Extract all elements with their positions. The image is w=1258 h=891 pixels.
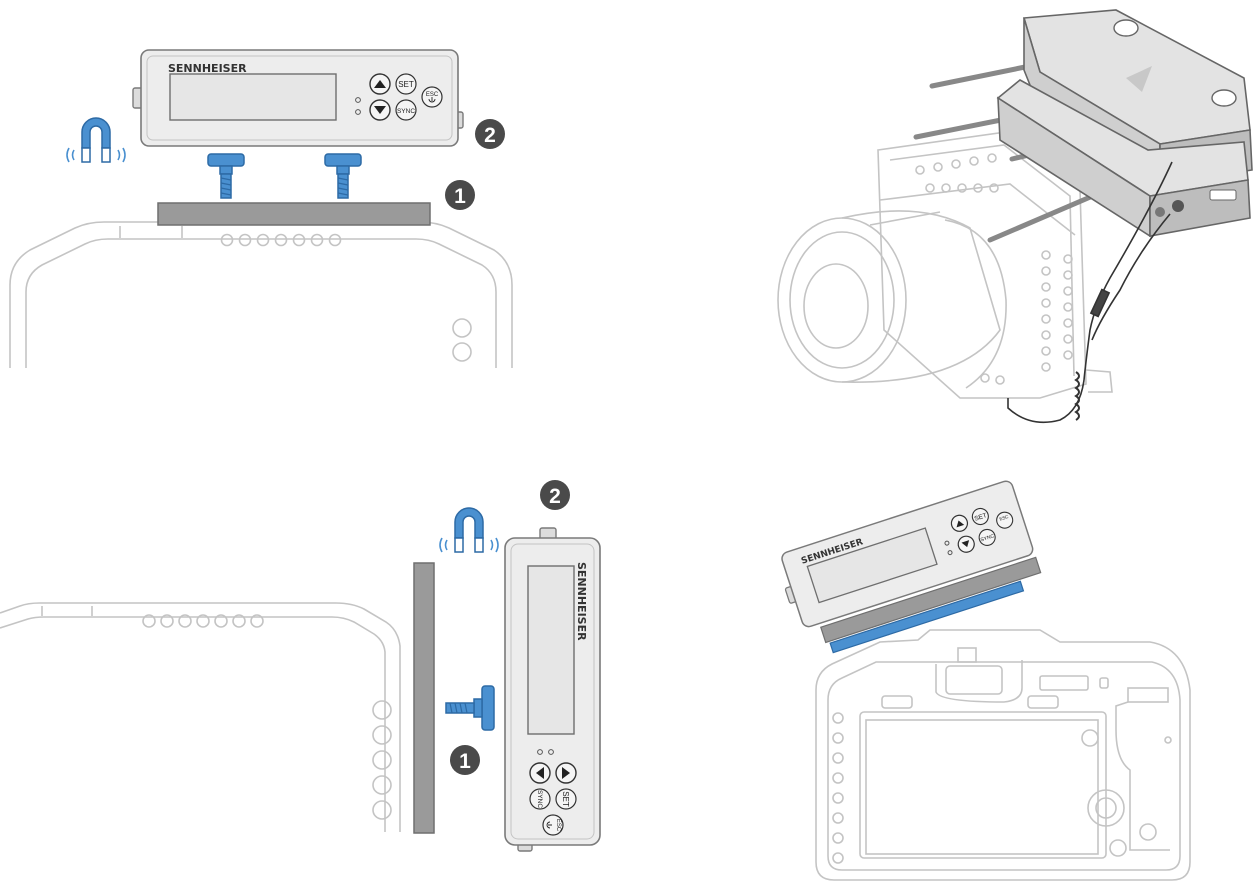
step-badge-2: 2 <box>475 119 505 149</box>
arrow-right-button[interactable] <box>555 762 577 784</box>
camera-cage-frame <box>9 221 513 368</box>
receiver-unit-lower <box>996 79 1251 238</box>
esc-label: ESC <box>426 92 439 98</box>
step-badge-1: 1 <box>450 745 480 775</box>
set-button[interactable]: SET <box>395 73 417 95</box>
esc-power-button[interactable]: ESC <box>995 510 1015 530</box>
svg-text:2: 2 <box>484 124 496 147</box>
svg-text:1: 1 <box>454 185 466 208</box>
panel-camera-back-tilted-mount: SENNHEISER SET SYNC <box>781 480 1191 881</box>
magnet-icon <box>439 507 499 553</box>
mounting-plate-blue <box>829 580 1025 654</box>
receiver-device: SENNHEISER SET SYNC ESC <box>132 49 464 147</box>
lcd-display <box>527 565 575 735</box>
mounting-plate <box>413 562 435 834</box>
arrow-up-button[interactable] <box>949 513 969 533</box>
power-icon <box>546 821 552 829</box>
svg-text:1: 1 <box>459 750 471 773</box>
power-icon <box>428 97 436 103</box>
sync-label: SYNC <box>397 108 415 115</box>
esc-label: ESC <box>999 514 1010 522</box>
camera-cage-frame <box>0 602 401 832</box>
esc-power-button[interactable]: ESC <box>421 86 443 108</box>
sync-button[interactable]: SYNC <box>395 99 417 121</box>
arrow-down-icon <box>374 106 386 114</box>
lcd-display <box>169 73 337 121</box>
screw-icon <box>445 685 495 731</box>
panel-side-vertical-mount: SENNHEISER SYNC SET ESC <box>0 480 601 852</box>
receiver-device-vertical: SENNHEISER SYNC SET ESC <box>504 527 601 852</box>
panel-camera-with-receivers <box>777 9 1253 424</box>
panel-top-horizontal-mount: SENNHEISER SET SYNC ESC <box>9 49 513 368</box>
camera-back <box>815 629 1191 881</box>
set-button[interactable]: SET <box>555 788 577 810</box>
set-label: SET <box>561 791 570 807</box>
arrow-down-button[interactable] <box>956 534 976 554</box>
set-label: SET <box>398 80 414 89</box>
step-badge-2: 2 <box>540 480 570 510</box>
arrow-right-icon <box>562 767 570 779</box>
screw-icon <box>324 153 362 199</box>
arrow-up-icon <box>956 520 965 528</box>
step-badge-1: 1 <box>445 180 475 210</box>
esc-label: ESC <box>555 819 561 832</box>
magnet-icon <box>66 117 126 163</box>
arrow-left-icon <box>536 767 544 779</box>
sync-label: SYNC <box>536 790 543 808</box>
arrow-up-button[interactable] <box>369 73 391 95</box>
brand-label: SENNHEISER <box>575 562 588 641</box>
arrow-left-button[interactable] <box>529 762 551 784</box>
mounting-plate <box>820 556 1042 644</box>
brand-label: SENNHEISER <box>168 62 247 75</box>
arrow-down-button[interactable] <box>369 99 391 121</box>
sync-button[interactable]: SYNC <box>529 788 551 810</box>
audio-cables <box>1007 161 1173 424</box>
lcd-display <box>806 527 938 604</box>
set-label: SET <box>974 512 988 523</box>
mounting-plate <box>157 202 431 226</box>
arrow-down-icon <box>961 540 970 548</box>
arrow-up-icon <box>374 80 386 88</box>
sync-label: SYNC <box>980 533 995 543</box>
sync-button[interactable]: SYNC <box>977 527 997 547</box>
set-button[interactable]: SET <box>970 506 990 526</box>
screw-icon <box>207 153 245 199</box>
esc-power-button[interactable]: ESC <box>542 814 564 836</box>
svg-text:2: 2 <box>549 485 561 508</box>
